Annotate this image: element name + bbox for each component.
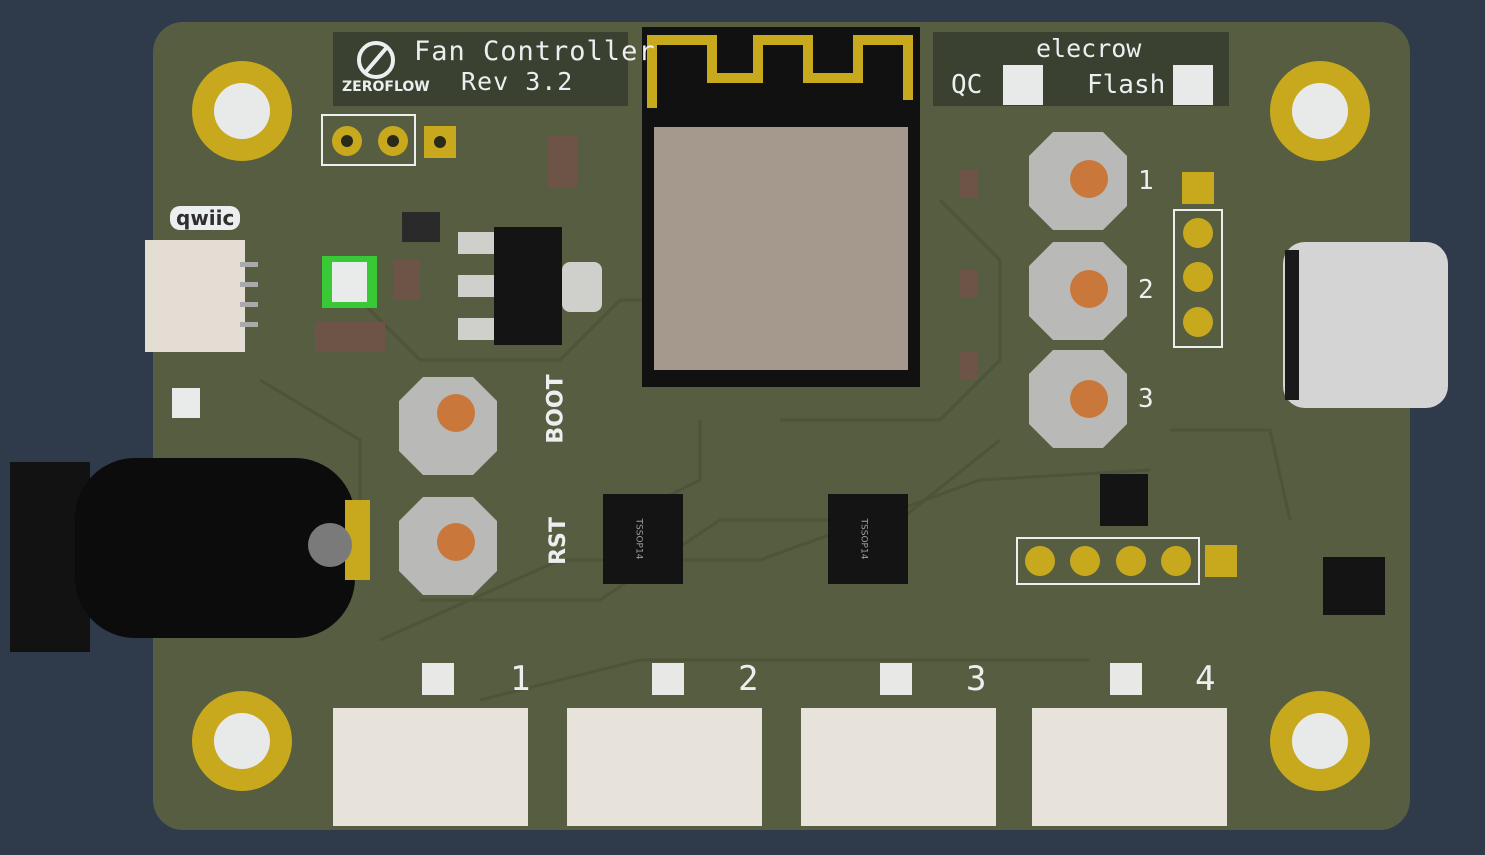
push-buttons <box>399 132 1127 595</box>
ic2-marking: TSSOP14 <box>858 518 869 560</box>
qwiic-label: qwiic <box>170 206 241 230</box>
fan-label-4: 4 <box>1195 659 1216 699</box>
qc-label: QC <box>951 70 983 100</box>
voltage-regulator <box>494 227 562 345</box>
button-label-3: 3 <box>1138 384 1154 414</box>
usb-c-connector <box>1283 242 1448 408</box>
flash-checkbox-pad <box>1173 65 1213 105</box>
button-label-2: 2 <box>1138 275 1154 305</box>
rst-label: RST <box>545 517 571 565</box>
esp32-shield <box>654 127 908 370</box>
ic-tssop-1 <box>603 494 683 584</box>
fan-label-1: 1 <box>510 659 531 699</box>
qwiic-connector <box>145 240 245 352</box>
fan-label-3: 3 <box>966 659 987 699</box>
qc-checkbox-pad <box>1003 65 1043 105</box>
button-label-1: 1 <box>1138 166 1154 196</box>
boot-label: BOOT <box>543 374 569 444</box>
ic-mosfet <box>1323 557 1385 615</box>
board-revision: Rev 3.2 <box>461 67 574 96</box>
ic-soic <box>1100 474 1148 526</box>
fan-connectors <box>333 708 1227 826</box>
io-header-pins <box>1025 545 1237 577</box>
flash-label: Flash <box>1087 70 1166 100</box>
ic-tssop-2 <box>828 494 908 584</box>
board-title: Fan Controller <box>414 36 656 67</box>
fan-pads <box>422 663 1142 695</box>
mounting-holes <box>192 61 1370 791</box>
logo-text: ZEROFLOW <box>342 79 430 95</box>
antenna-trace <box>647 35 913 108</box>
fan-label-2: 2 <box>738 659 759 699</box>
manufacturer-label: elecrow <box>1036 34 1142 63</box>
zeroflow-logo-icon <box>357 41 395 79</box>
uart-header-pins <box>1182 172 1214 337</box>
ic1-marking: TSSOP14 <box>633 518 644 560</box>
